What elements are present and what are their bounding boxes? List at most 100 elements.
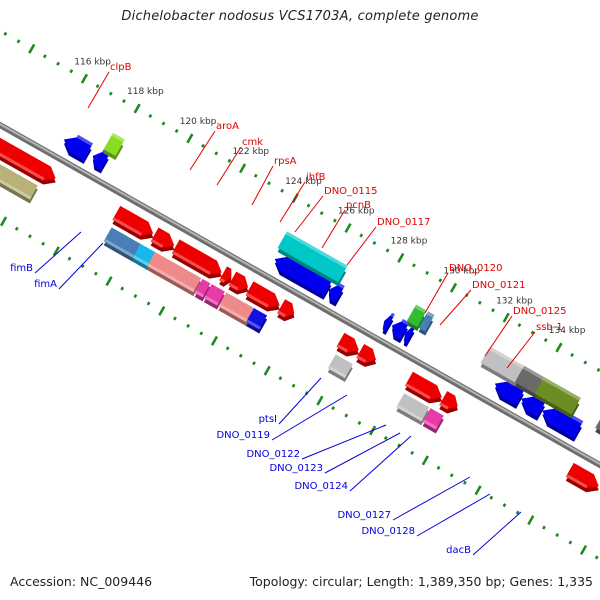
minor-tick	[67, 256, 72, 261]
tick-label: 116 kbp	[74, 57, 111, 67]
feature-body	[277, 233, 347, 283]
minor-tick	[95, 84, 100, 89]
minor-tick	[542, 525, 546, 530]
cog-feature-reverse	[595, 419, 600, 435]
gene-label[interactable]: rpsA	[251, 156, 297, 206]
minor-tick	[14, 226, 19, 231]
gene-label[interactable]: DNO_0125	[484, 306, 567, 357]
minor-tick	[280, 188, 285, 193]
gene-label[interactable]: DNO_0122	[246, 424, 387, 460]
gene-label[interactable]: DNO_0128	[361, 493, 491, 537]
feature-bevel	[522, 365, 544, 380]
gene-label[interactable]: DNO_0117	[346, 217, 431, 266]
minor-tick	[357, 420, 362, 426]
gene-label[interactable]: ihfB	[279, 172, 326, 223]
feature-bevel	[401, 318, 410, 326]
minor-tick	[306, 203, 311, 208]
tick-label: 118 kbp	[127, 87, 164, 97]
gene-label[interactable]: DNO_0127	[337, 476, 471, 521]
label-leader-line	[472, 511, 522, 556]
feature-side	[403, 331, 415, 347]
cog-feature-forward	[194, 278, 211, 302]
label-leader-line	[87, 71, 110, 109]
minor-tick	[332, 218, 337, 223]
minor-tick	[227, 158, 232, 163]
minor-tick	[410, 450, 415, 455]
feature-body	[103, 135, 124, 157]
major-tick	[555, 342, 563, 353]
gene-label-text: DNO_0127	[337, 510, 391, 521]
major-tick	[239, 163, 247, 174]
gene-label-text: DNO_0115	[324, 186, 378, 197]
minor-tick	[42, 54, 47, 59]
feature-body	[542, 408, 582, 438]
gene-label[interactable]: ssb-1	[506, 322, 563, 369]
label-leader-line	[251, 165, 274, 206]
gene-label-text: DNO_0123	[269, 463, 323, 474]
gene-label[interactable]: DNO_0119	[216, 394, 348, 441]
gene-reverse	[392, 318, 410, 344]
gene-label[interactable]: DNO_0120	[424, 263, 503, 314]
gene-label-text: ihfB	[306, 172, 326, 183]
major-tick	[105, 276, 113, 287]
gene-forward	[565, 462, 599, 493]
minor-tick	[93, 271, 98, 276]
minor-tick	[555, 533, 560, 538]
label-leader-line	[392, 476, 471, 521]
feature-bevel	[112, 217, 143, 236]
cog-feature-forward	[396, 393, 430, 426]
minor-tick	[174, 128, 179, 133]
minor-tick	[28, 234, 32, 239]
gene-label-text: pcnB	[346, 200, 371, 211]
major-tick	[397, 252, 405, 263]
gene-label-text: DNO_0125	[513, 306, 567, 317]
feature-body	[171, 239, 222, 275]
major-tick	[502, 312, 510, 323]
tick-label: 126 kbp	[338, 207, 375, 217]
minor-tick	[267, 181, 271, 186]
feature-body	[112, 205, 154, 236]
tick-label: 120 kbp	[180, 117, 217, 127]
gene-label-text: aroA	[216, 121, 239, 132]
gene-label-text: clpB	[110, 62, 132, 73]
minor-tick	[359, 233, 364, 238]
cog-feature-forward	[147, 252, 202, 297]
minor-tick	[344, 413, 349, 418]
cog-feature-reverse	[418, 311, 435, 336]
gene-label[interactable]: DNO_0115	[294, 186, 378, 233]
gene-label[interactable]: fimB	[10, 231, 82, 274]
feature-body	[514, 368, 543, 394]
feature-body	[328, 285, 344, 303]
minor-tick	[108, 91, 113, 96]
gene-label[interactable]: fimA	[34, 242, 104, 290]
cog-feature-forward	[0, 164, 38, 204]
minor-tick	[543, 338, 548, 343]
feature-bevel	[203, 295, 219, 306]
gene-label[interactable]: aroA	[189, 121, 239, 171]
tick-label: 124 kbp	[285, 177, 322, 187]
feature-side	[382, 319, 394, 335]
feature-bevel	[405, 383, 431, 400]
gene-label[interactable]: cmk	[216, 137, 263, 186]
gene-label-text: DNO_0128	[361, 526, 415, 537]
gene-label[interactable]: DNO_0121	[439, 280, 526, 326]
feature-bevel	[542, 377, 581, 401]
feature-body	[392, 321, 408, 340]
cog-feature-reverse	[103, 132, 125, 161]
gene-label[interactable]: DNO_0124	[294, 435, 412, 492]
gene-label[interactable]: pcnB	[321, 200, 371, 249]
feature-bevel	[245, 292, 269, 308]
gene-label[interactable]: dacB	[446, 511, 522, 556]
minor-tick	[41, 241, 46, 246]
feature-bevel	[336, 344, 349, 353]
minor-tick	[385, 248, 390, 253]
minor-tick	[56, 61, 60, 66]
minor-tick	[120, 286, 125, 291]
gene-label[interactable]: ptsI	[259, 377, 322, 425]
gene-label[interactable]: DNO_0123	[269, 432, 401, 474]
gene-label[interactable]: clpB	[87, 62, 132, 109]
label-leader-line	[189, 130, 216, 171]
cog-feature-forward	[246, 308, 268, 334]
tick-label: 122 kbp	[232, 147, 269, 157]
